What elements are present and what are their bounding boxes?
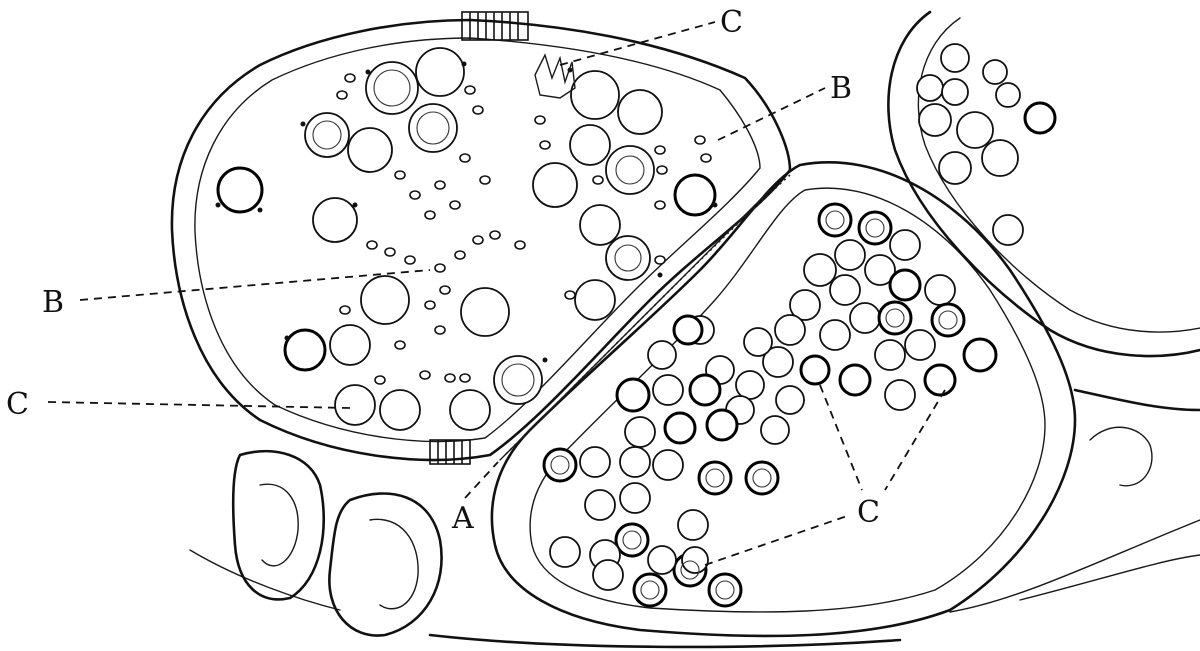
left-cell-grains [218, 48, 715, 430]
label-a: A [451, 501, 474, 536]
bottom-left-body-2-inner [370, 519, 418, 608]
crystal-cluster [535, 55, 575, 98]
leader-b-top-right [718, 88, 825, 140]
leader-a [465, 462, 498, 498]
leader-c-left [48, 402, 350, 408]
label-c-top: C [720, 5, 743, 40]
label-b-top-right: B [830, 71, 852, 106]
bottom-left-body-1-inner [260, 484, 298, 566]
lower-tissue-layer-1 [1075, 390, 1200, 410]
lower-tissue-layer-2 [950, 520, 1200, 612]
label-c-left: C [6, 387, 29, 422]
lower-tissue-small-body [1090, 427, 1152, 486]
lower-tissue-layer-3 [1020, 555, 1200, 600]
bottom-left-body-1 [233, 451, 324, 599]
bottom-left-body-2 [329, 493, 441, 635]
label-b-left: B [42, 285, 64, 320]
bottom-edge-line [430, 635, 900, 647]
label-c-bottom: C [857, 495, 880, 530]
top-hatch-band [462, 12, 528, 40]
leader-c-bottom-1 [820, 385, 862, 490]
middle-cell-grains [544, 44, 1055, 606]
leader-c-bottom-3 [705, 515, 850, 565]
